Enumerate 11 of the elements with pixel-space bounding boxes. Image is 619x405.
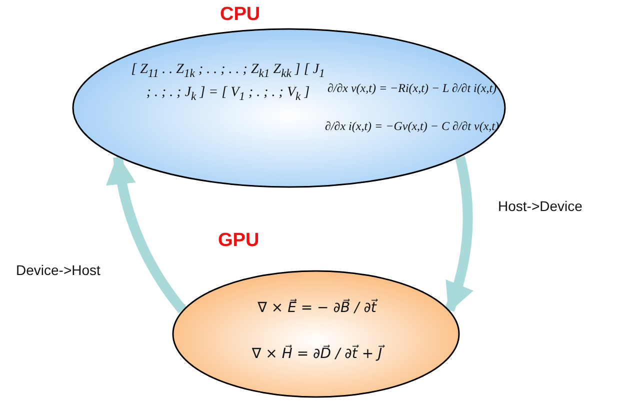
curved-arrow <box>444 156 474 313</box>
equation: [ Z$_{11}$ . . Z$_{1k}$ ; . . ; . . ; Z$_{k1}$ Z$_{kk}$ ] [ J$_{1}$ ; . ; . ; J$_{k}$ ] = [ V$_{1}$ ; . ; . ; V$_{k}$ ] <box>130 61 326 105</box>
edge-label: Device->Host <box>16 262 100 278</box>
heading: GPU <box>218 230 260 252</box>
curved-arrow <box>106 154 186 314</box>
edge-label: Host->Device <box>498 198 582 214</box>
equation: ∂/∂x i(x,t) = −Gv(x,t) − C ∂/∂t v(x,t) <box>324 118 500 135</box>
equation: ∂/∂x v(x,t) = −Ri(x,t) − L ∂/∂t i(x,t) <box>326 80 498 97</box>
heading: CPU <box>220 4 260 26</box>
equation: ∇ × H⃗ = ∂D⃗ / ∂t⃗ + J⃗ <box>212 344 422 364</box>
equation: ∇ × E⃗ = − ∂B⃗ / ∂t⃗ <box>256 298 379 318</box>
